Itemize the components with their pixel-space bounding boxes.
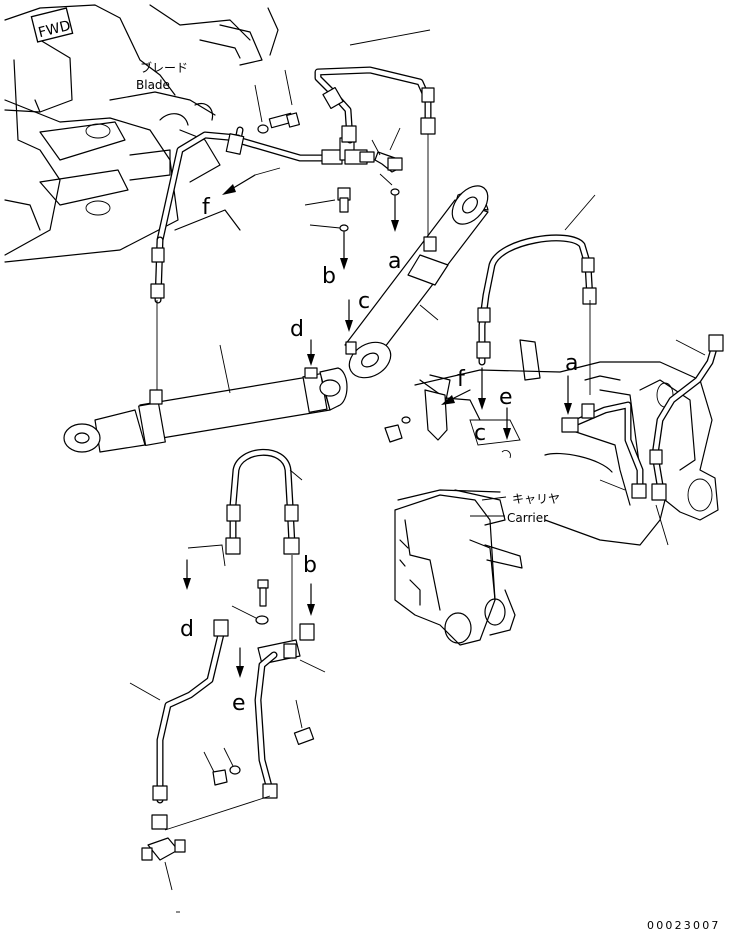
arrow-a-carrier	[564, 375, 572, 415]
arrow-d-upper	[307, 339, 315, 366]
carrier-label-en: Carrier	[507, 511, 548, 525]
letter-d-lower: d	[180, 617, 194, 642]
hose-carrier-upper	[476, 234, 597, 366]
arrow-f-upper	[222, 167, 281, 195]
carrier-frame	[414, 339, 719, 546]
letter-d-upper: d	[290, 317, 304, 342]
fwd-badge-text: FWD	[37, 18, 73, 41]
lower-bolt	[231, 579, 269, 625]
lower-fitting	[203, 699, 315, 786]
arrow-e-carrier	[503, 407, 511, 440]
letter-b-upper: b	[322, 264, 336, 289]
elbow-fitting	[374, 151, 403, 173]
carrier-label-jp: キャリヤ	[512, 492, 560, 506]
arrow-c-carrier	[478, 367, 486, 410]
arrow-e-lower	[236, 647, 244, 678]
hose-lower-u	[225, 448, 300, 555]
arrow-b-upper	[340, 231, 348, 270]
blade-label-jp: ブレード	[140, 60, 188, 75]
fwd-badge: FWD	[30, 7, 74, 43]
lower-left-tube	[151, 619, 229, 830]
letter-e-lower: e	[232, 691, 246, 716]
letter-f-carrier: f	[457, 367, 466, 392]
letter-a-upper: a	[388, 249, 401, 274]
letter-e-carrier: e	[499, 385, 513, 410]
tee-fitting	[321, 137, 375, 165]
hose-clip-bracket	[384, 389, 448, 443]
arrow-b-lower	[307, 583, 315, 616]
straight-connector	[337, 187, 400, 232]
arrow-f-carrier	[441, 389, 471, 405]
horizontal-hydraulic-cylinder	[63, 300, 348, 453]
tube-clamp	[257, 623, 326, 673]
arrow-c-upper	[345, 299, 353, 332]
letter-a-carrier: a	[565, 351, 578, 376]
carrier-bracket	[394, 489, 523, 646]
upper-tube-to-cylinder	[314, 66, 436, 144]
letter-c-upper: c	[358, 289, 370, 314]
carrier-steel-tubes	[561, 334, 724, 501]
lower-steel-tube	[254, 651, 278, 799]
mounting-bolt	[257, 112, 300, 134]
arrow-a-upper	[391, 195, 399, 232]
arrow-d-lower	[183, 559, 191, 590]
blade-label-en: Blade	[136, 78, 170, 92]
angled-hydraulic-cylinder	[344, 134, 489, 379]
letter-c-carrier: c	[474, 421, 486, 446]
blade-frame-structure	[4, 4, 279, 263]
letter-f-upper: f	[202, 195, 211, 220]
upper-tube-from-blade	[150, 126, 344, 304]
letter-b-lower: b	[303, 553, 317, 578]
lower-tee-fitting	[141, 837, 186, 913]
drawing-number: 00023007	[647, 919, 721, 932]
